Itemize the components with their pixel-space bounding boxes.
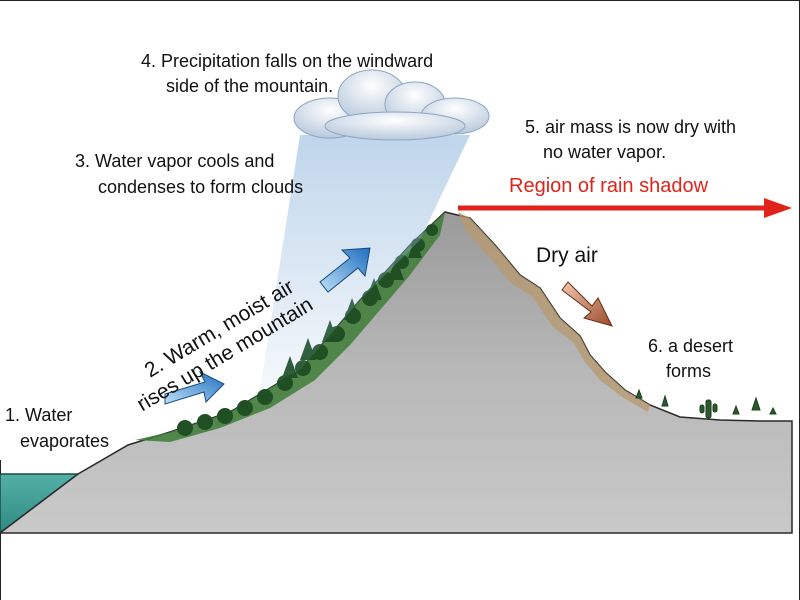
dry-air-arrow [561, 281, 613, 327]
rain-shadow-arrowhead [764, 198, 792, 218]
step6-label-line1: 6. a desert [648, 336, 733, 356]
desert-plants [635, 388, 777, 419]
step3-label-line2: condenses to form clouds [98, 177, 303, 197]
step3-label-line1: 3. Water vapor cools and [75, 151, 274, 171]
step5-label-line2: no water vapor. [543, 142, 666, 162]
step5-label-line1: 5. air mass is now dry with [525, 117, 736, 137]
cloud [293, 69, 490, 141]
step1-label-line1: 1. Water [5, 405, 72, 425]
step4-label-line1: 4. Precipitation falls on the windward [141, 51, 433, 71]
step6-label-line2: forms [666, 361, 711, 381]
moist-air-arrow-lower [164, 370, 225, 405]
dry-air-label: Dry air [536, 244, 598, 267]
rain-shadow-label: Region of rain shadow [509, 175, 709, 197]
step1-label-line2: evaporates [20, 431, 109, 451]
step4-label-line2: side of the mountain. [166, 76, 333, 96]
dry-slope-band [458, 212, 650, 412]
moist-air-arrow-upper [319, 247, 371, 293]
